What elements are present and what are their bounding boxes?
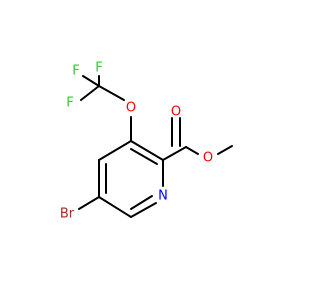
bond-n-c6 (130, 202, 157, 218)
bond-c5-br (78, 196, 100, 210)
bond-cf3-f-left (80, 85, 100, 101)
bond-c4-c3 (98, 140, 132, 161)
atom-labels: Br N O O O F F F (60, 61, 213, 222)
bond-c2-ester-c (162, 146, 187, 161)
atom-ester-oxygen: O (203, 151, 213, 166)
molecule-svg: Br N O O O F F F (60, 61, 233, 222)
atom-fluorine-left: F (66, 96, 73, 111)
atom-carbonyl-oxygen: O (171, 105, 181, 120)
bond-n-c6-inner (130, 195, 153, 210)
bond-c3-c2-inner (130, 148, 158, 165)
bond-ester-c-o-single (185, 146, 199, 155)
bond-cf3-f-top-left (82, 75, 100, 87)
atom-fluorine-top-right: F (95, 61, 102, 76)
atom-nitrogen: N (158, 189, 168, 204)
atom-bromine: Br (60, 207, 75, 222)
atom-ether-oxygen: O (126, 101, 136, 116)
bond-c3-c2 (130, 140, 164, 161)
bond-c6-c5 (98, 196, 132, 218)
bonds (78, 75, 233, 218)
structure-diagram: Br N O O O F F F (60, 61, 233, 222)
bond-o-methyl (217, 145, 233, 155)
atom-fluorine-top-left: F (72, 64, 79, 79)
bond-o-cf3 (98, 85, 125, 101)
